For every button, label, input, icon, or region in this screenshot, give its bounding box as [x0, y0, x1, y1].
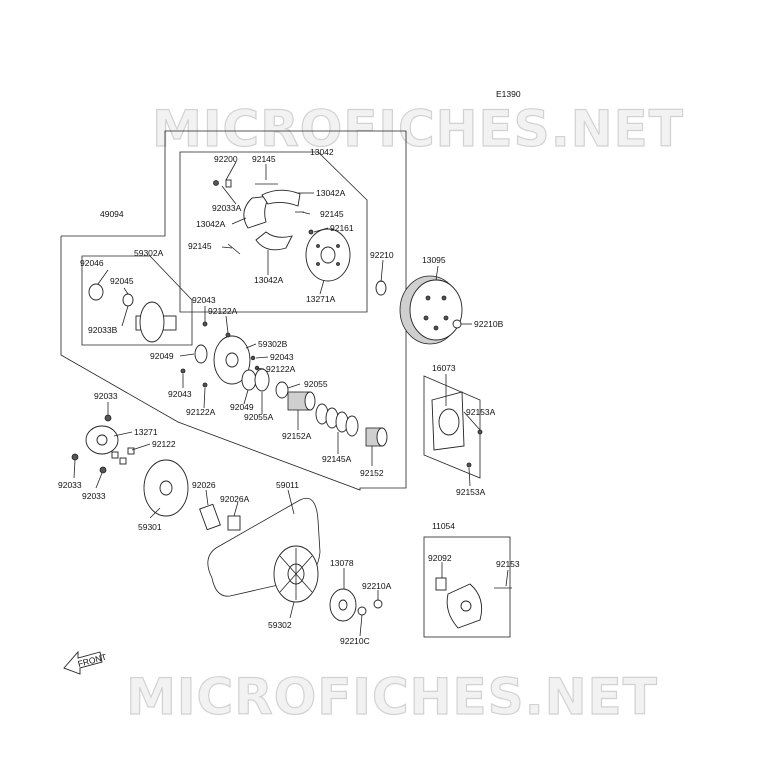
label-59011: 59011 — [276, 480, 299, 490]
nut-92210C — [357, 606, 367, 616]
label-16073: 16073 — [432, 363, 456, 373]
assembly-outline-13042 — [179, 151, 368, 313]
label-13042: 13042 — [310, 147, 334, 157]
label-59302B: 59302B — [258, 339, 288, 349]
label-92092: 92092 — [428, 553, 452, 563]
label-92033-c: 92033 — [82, 491, 106, 501]
diagram-code: E1390 — [496, 89, 521, 99]
label-92055A: 92055A — [244, 412, 274, 422]
label-92043-a: 92043 — [192, 295, 216, 305]
label-92210A: 92210A — [362, 581, 392, 591]
collar-92152A — [287, 391, 316, 411]
leader-lines — [73, 161, 509, 637]
label-13095: 13095 — [422, 255, 446, 265]
label-92152A: 92152A — [282, 431, 312, 441]
label-92046: 92046 — [80, 258, 104, 268]
front-direction-marker: FRONT — [63, 650, 108, 675]
label-13042A-2: 13042A — [196, 219, 226, 229]
label-92145A: 92145A — [322, 454, 352, 464]
label-92153A-b: 92153A — [456, 487, 486, 497]
label-92033B: 92033B — [88, 325, 118, 335]
movable-pulley-59302 — [273, 545, 319, 603]
label-92043-c: 92043 — [168, 389, 192, 399]
nut-92210B — [452, 319, 462, 329]
plate-13078 — [329, 588, 357, 622]
bushing-92026A — [227, 515, 241, 531]
label-92033-b: 92033 — [58, 480, 82, 490]
label-92026A: 92026A — [220, 494, 250, 504]
drive-belt-59011 — [207, 497, 321, 597]
label-92200: 92200 — [214, 154, 238, 164]
assembly-outline-59302A — [81, 255, 193, 346]
assembly-outline-11054 — [423, 536, 511, 638]
assembly-outline-49094 — [60, 130, 407, 491]
bracket-11054 — [435, 577, 512, 629]
label-92145-c: 92145 — [188, 241, 212, 251]
label-92210: 92210 — [370, 250, 394, 260]
label-92043-b: 92043 — [270, 352, 294, 362]
clutch-housing-13095 — [399, 275, 463, 345]
washer-92210 — [375, 280, 387, 296]
label-92033A: 92033A — [212, 203, 242, 213]
label-92049-a: 92049 — [150, 351, 174, 361]
label-92055: 92055 — [304, 379, 328, 389]
label-92161: 92161 — [330, 223, 354, 233]
label-49094: 49094 — [100, 209, 124, 219]
label-11054: 11054 — [432, 521, 455, 531]
watermark-top: MICROFICHES.NET — [152, 100, 684, 158]
oil-seal-92049 — [241, 369, 257, 391]
label-13271: 13271 — [134, 427, 158, 437]
drive-face-59302A — [88, 283, 177, 343]
spring-92145A — [315, 403, 359, 437]
ramp-plate-13271 — [71, 414, 135, 474]
label-59302A: 59302A — [134, 248, 164, 258]
label-92045: 92045 — [110, 276, 134, 286]
pulley-59301 — [143, 459, 189, 517]
label-92153: 92153 — [496, 559, 520, 569]
ring-92055 — [275, 381, 289, 399]
clutch-plate-13271A — [305, 228, 351, 282]
label-13042A-3: 13042A — [254, 275, 284, 285]
label-92210C: 92210C — [340, 636, 370, 646]
label-92049-b: 92049 — [230, 402, 254, 412]
label-92122A-c: 92122A — [186, 407, 216, 417]
label-59302: 59302 — [268, 620, 292, 630]
label-92210B: 92210B — [474, 319, 504, 329]
label-92122A-b: 92122A — [266, 364, 296, 374]
pulley-59302B — [180, 321, 260, 388]
label-13271A: 13271A — [306, 294, 336, 304]
label-92152: 92152 — [360, 468, 384, 478]
label-92145-a: 92145 — [252, 154, 276, 164]
nut-92210A — [373, 599, 383, 609]
part-labels: 49094 13042 92200 92145 13042A 92033A 13… — [58, 147, 520, 646]
watermark-bottom: MICROFICHES.NET — [126, 668, 658, 726]
label-92033-a: 92033 — [94, 391, 118, 401]
label-92122: 92122 — [152, 439, 176, 449]
front-label: FRONT — [77, 652, 108, 669]
label-92145-b: 92145 — [320, 209, 344, 219]
label-13078: 13078 — [330, 558, 354, 568]
label-92153A-a: 92153A — [466, 407, 496, 417]
label-92026: 92026 — [192, 480, 216, 490]
label-13042A-1: 13042A — [316, 188, 346, 198]
bushing-92026 — [199, 503, 221, 531]
label-59301: 59301 — [138, 522, 162, 532]
clutch-cover-16073 — [431, 391, 483, 468]
clutch-shoe-assembly — [213, 179, 314, 255]
collar-92152 — [365, 427, 388, 447]
label-92122A-a: 92122A — [208, 306, 238, 316]
